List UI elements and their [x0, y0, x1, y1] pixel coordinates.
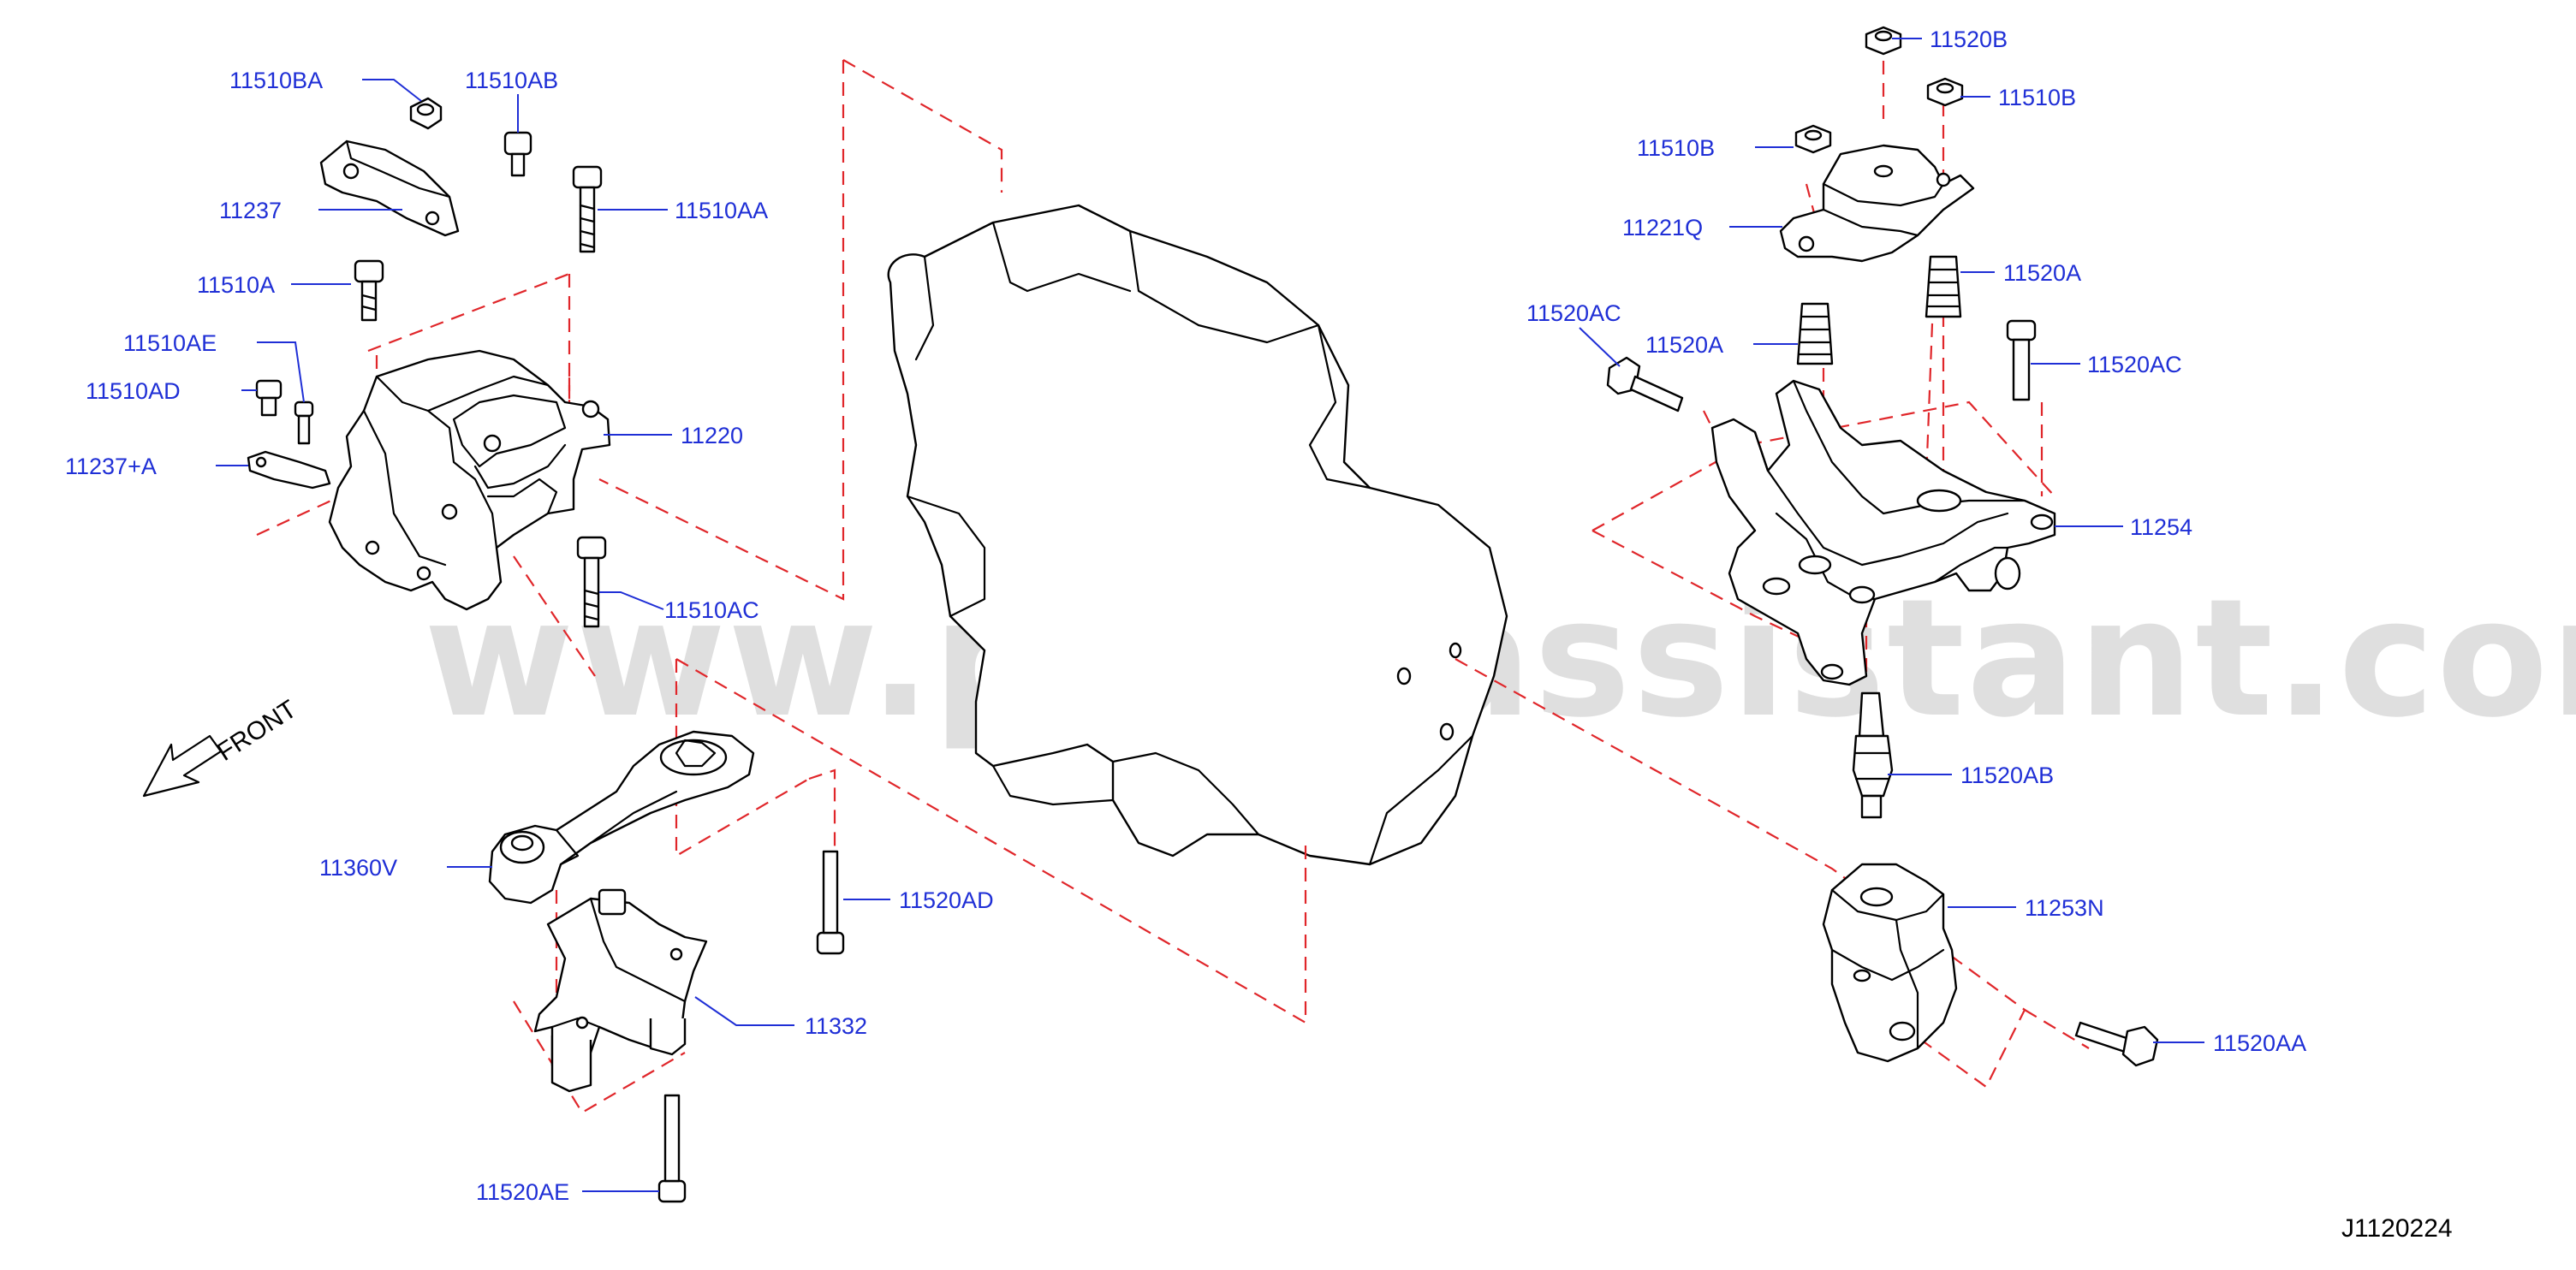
label-11520ae: 11520AE — [476, 1179, 569, 1205]
label-11510ae: 11510AE — [123, 330, 217, 356]
label-11254: 11254 — [2130, 514, 2192, 540]
front-label: FRONT — [212, 695, 302, 767]
part-11520ad-bolt — [816, 850, 845, 955]
front-direction-arrow: FRONT — [142, 695, 302, 798]
label-11520a-right: 11520A — [2003, 260, 2081, 286]
part-11510b-nut-right — [1926, 77, 1964, 107]
part-11520ab-bolt — [1852, 691, 1894, 819]
label-11220: 11220 — [681, 423, 743, 448]
part-11520ac-bolt-left — [1606, 356, 1684, 412]
part-11360v-torque-rod — [488, 730, 755, 905]
part-11510aa-bolt — [572, 165, 603, 253]
part-11520ae-bolt — [657, 1094, 687, 1203]
label-11510ab: 11510AB — [465, 68, 558, 93]
part-11520a-stud-left — [1796, 302, 1834, 365]
part-11510b-nut-left — [1794, 124, 1832, 154]
label-11237: 11237 — [219, 198, 282, 223]
part-11237a-plate — [247, 450, 331, 490]
label-11510aa: 11510AA — [675, 198, 768, 223]
part-11221q-insulator — [1779, 144, 1975, 263]
leader-lines — [216, 38, 2204, 1192]
label-11510ba: 11510BA — [229, 68, 323, 93]
part-11520a-stud-right — [1925, 255, 1962, 318]
label-11510b-left: 11510B — [1637, 135, 1715, 161]
label-11520ab: 11520AB — [1960, 763, 2054, 788]
part-11332-bracket — [533, 888, 708, 1093]
label-11520ad: 11520AD — [899, 887, 994, 913]
part-11237-bracket — [319, 139, 460, 237]
label-11510a: 11510A — [197, 272, 275, 298]
label-11520ac-right: 11520AC — [2087, 352, 2182, 377]
part-11253n-mount — [1822, 863, 1958, 1063]
part-11520aa-bolt — [2074, 1021, 2159, 1067]
label-11253n: 11253N — [2025, 895, 2104, 921]
part-11520ac-bolt-right — [2006, 319, 2037, 401]
part-11520b-nut — [1865, 26, 1902, 56]
label-11510b-right: 11510B — [1998, 85, 2076, 110]
part-labels: 11510BA 11510AB 11237 11510AA 11510A 115… — [65, 27, 2306, 1205]
label-11510ad: 11510AD — [86, 378, 181, 404]
label-11221q: 11221Q — [1622, 215, 1703, 240]
label-11360v: 11360V — [319, 855, 397, 881]
part-11510ab-bolt — [503, 131, 532, 177]
label-11520aa: 11520AA — [2213, 1030, 2306, 1056]
label-11332: 11332 — [805, 1013, 867, 1039]
part-11510a-bolt — [354, 259, 384, 322]
diagram-code: J1120224 — [2341, 1214, 2453, 1243]
part-11510ac-bolt — [576, 536, 607, 628]
part-11510ae-bolt — [294, 401, 314, 445]
part-11254-bracket — [1710, 379, 2056, 686]
label-11520b: 11520B — [1930, 27, 2008, 52]
part-11220-mount — [328, 349, 611, 611]
engine-outline — [887, 204, 1508, 866]
label-11520a-left: 11520A — [1645, 332, 1723, 358]
label-11520ac-left: 11520AC — [1526, 300, 1621, 326]
label-11510ac: 11510AC — [664, 597, 759, 623]
part-11510ba-nut — [409, 97, 443, 130]
label-11237a: 11237+A — [65, 454, 157, 479]
part-11510ad-bolt — [255, 379, 283, 417]
